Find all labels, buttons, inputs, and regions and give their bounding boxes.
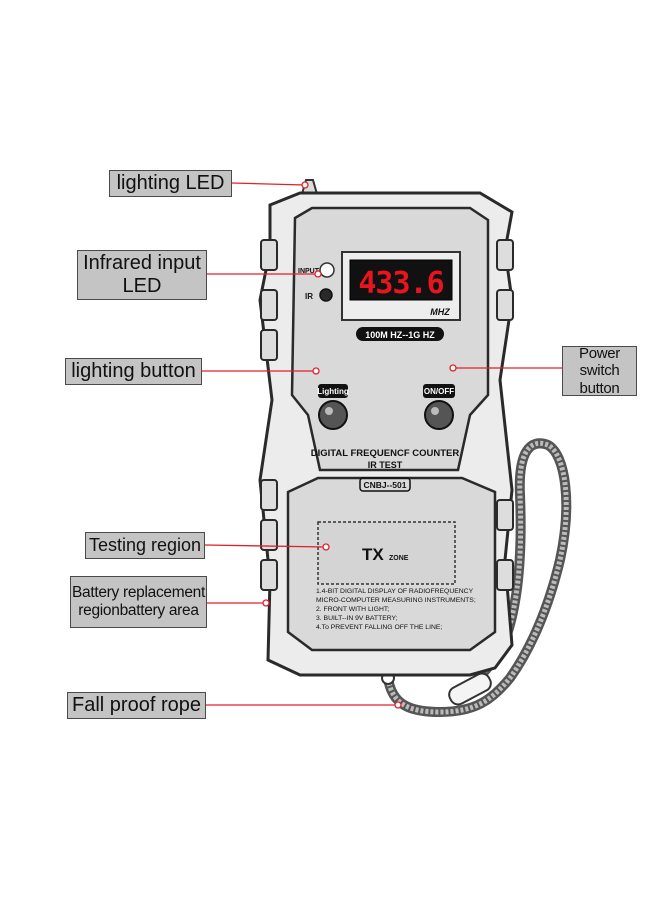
callout-text: Battery replacement xyxy=(71,584,205,602)
model-badge xyxy=(359,477,411,492)
display-unit: MHZ xyxy=(430,307,450,317)
callout-fall-proof-rope: Fall proof rope xyxy=(67,692,206,719)
callout-battery-area: Battery replacement regionbattery area xyxy=(70,576,207,628)
display-screen xyxy=(349,259,453,301)
leader-testing xyxy=(204,544,327,548)
callout-testing-region: Testing region xyxy=(85,532,205,559)
feature-line: MICRO-COMPUTER MEASURING INSTRUMENTS; xyxy=(316,597,476,604)
onoff-tag-label: ON/OFF xyxy=(424,387,454,396)
lighting-button[interactable] xyxy=(318,400,348,430)
device-title: DIGITAL FREQUENCF COUNTER xyxy=(311,448,460,459)
callout-lighting-button: lighting button xyxy=(65,358,202,385)
feature-line: 3. BUILT--IN 9V BATTERY; xyxy=(316,615,398,622)
callout-power-switch: Power switch button xyxy=(562,345,637,397)
ir-label: IR xyxy=(305,292,313,301)
leader-dots xyxy=(262,181,457,709)
input-label: INPUT xyxy=(298,268,320,275)
feature-line: 1.4-BIT DIGITAL DISPLAY OF RADIOFREQUENC… xyxy=(316,588,474,595)
model-label: CNBJ--501 xyxy=(364,480,407,490)
callout-text: Infrared input xyxy=(83,252,201,274)
zone-label: ZONE xyxy=(389,555,409,562)
feature-line: 2. FRONT WITH LIGHT; xyxy=(316,606,389,613)
ir-led xyxy=(319,288,333,302)
device-subtitle: IR TEST xyxy=(368,460,403,470)
callout-text: LED xyxy=(122,275,162,297)
callout-lighting-led: lighting LED xyxy=(109,170,232,197)
tx-label: TX xyxy=(362,545,384,564)
lighting-tag-label: Lighting xyxy=(317,387,349,396)
lighting-button-highlight xyxy=(325,407,333,415)
range-badge xyxy=(356,327,444,341)
power-button[interactable] xyxy=(424,400,454,430)
side-grips xyxy=(260,239,514,591)
input-led xyxy=(319,262,335,278)
lanyard-rope xyxy=(381,438,572,718)
display-value: 433.6 xyxy=(358,266,443,301)
onoff-tag xyxy=(423,384,455,398)
callout-text: regionbattery area xyxy=(78,602,199,619)
callout-text: lighting LED xyxy=(116,172,225,194)
callout-text: button xyxy=(579,379,620,397)
leader-lines xyxy=(202,182,562,706)
callout-text: Testing region xyxy=(88,535,202,556)
feature-list: 1.4-BIT DIGITAL DISPLAY OF RADIOFREQUENC… xyxy=(316,588,476,631)
feature-line: 4.To PREVENT FALLING OFF THE LINE; xyxy=(316,624,442,631)
range-label: 100M HZ--1G HZ xyxy=(365,330,435,340)
power-button-highlight xyxy=(431,407,439,415)
callout-text: Power switch xyxy=(578,345,621,380)
callout-text: lighting button xyxy=(71,360,196,382)
rope-slider xyxy=(448,672,492,706)
lighting-tag xyxy=(318,384,348,398)
callout-text: Fall proof rope xyxy=(72,694,201,716)
callout-infrared-input: Infrared input LED xyxy=(77,250,207,300)
leader-lighting-led xyxy=(231,182,306,186)
tx-zone xyxy=(317,521,456,585)
